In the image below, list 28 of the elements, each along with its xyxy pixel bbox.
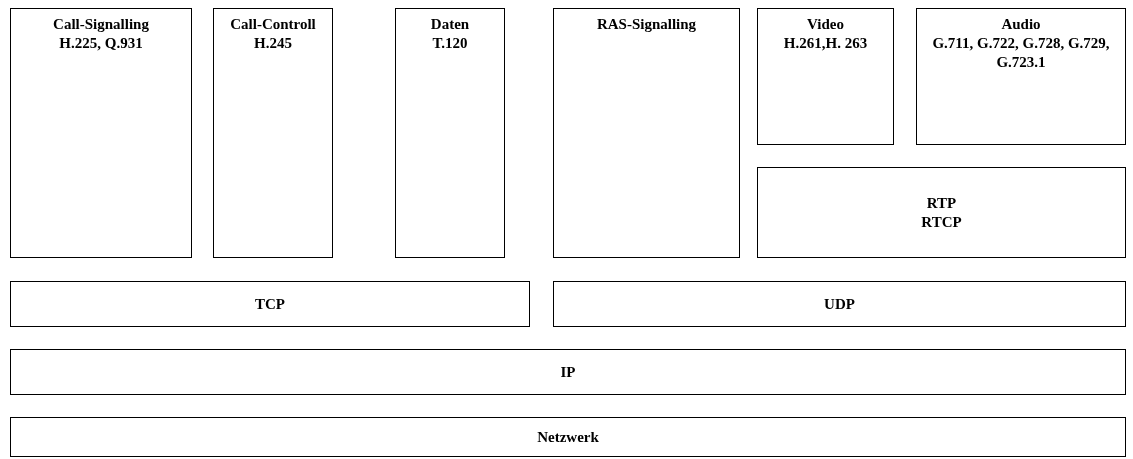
- protocol-detail: H.225, Q.931: [59, 34, 143, 53]
- protocol-detail: H.261,H. 263: [783, 34, 868, 53]
- protocol-name: RAS-Signalling: [596, 15, 697, 34]
- layer-box: [10, 349, 1126, 395]
- protocol-detail: RTCP: [921, 212, 962, 232]
- protocol-name: Daten: [430, 15, 470, 34]
- protocol-detail: T.120: [432, 34, 468, 53]
- protocol-detail: H.245: [254, 34, 292, 53]
- protocol-name: Audio: [1001, 15, 1041, 34]
- protocol-name: IP: [560, 362, 576, 382]
- layer-box: [757, 8, 894, 145]
- layer-box: [395, 8, 505, 258]
- layer-box: [10, 281, 530, 327]
- layer-box: [213, 8, 333, 258]
- protocol-name: Call-Signalling: [53, 15, 149, 34]
- protocol-name: Call-Controll: [230, 15, 316, 34]
- protocol-name: RTP: [926, 193, 957, 213]
- protocol-name: Netzwerk: [537, 427, 599, 447]
- layer-box: [553, 281, 1126, 327]
- layer-box: [757, 167, 1126, 258]
- layer-box: [10, 417, 1126, 457]
- protocol-name: TCP: [255, 294, 285, 314]
- protocol-name: UDP: [824, 294, 855, 314]
- protocol-name: Video: [807, 15, 844, 34]
- protocol-detail: G.711, G.722, G.728, G.729, G.723.1: [931, 34, 1111, 72]
- layer-box: [916, 8, 1126, 145]
- layer-box: [10, 8, 192, 258]
- layer-box: [553, 8, 740, 258]
